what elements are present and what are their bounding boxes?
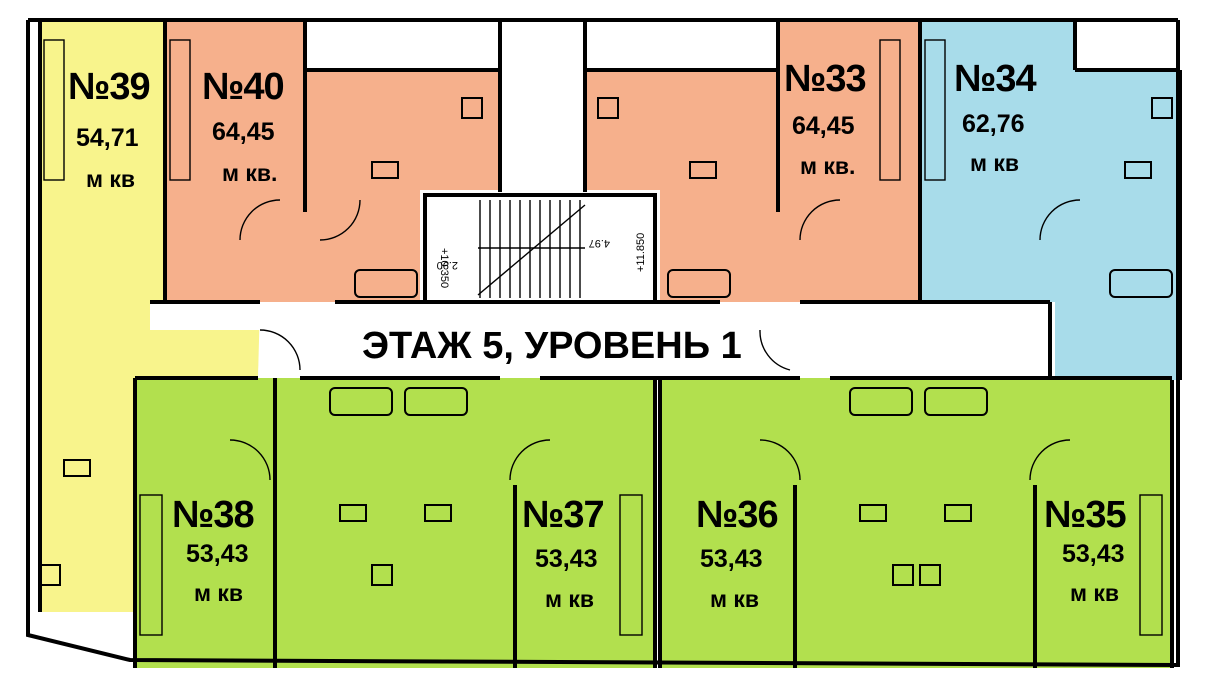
- apartment-33-area[interactable]: [585, 22, 920, 302]
- apartment-39-unit: м кв: [86, 166, 136, 192]
- apartment-38-area-value: 53,43: [186, 540, 249, 568]
- apartment-35-unit: м кв: [1070, 580, 1120, 606]
- stair-right-dim: 4.97: [589, 237, 610, 249]
- apartment-38-unit: м кв: [194, 580, 244, 606]
- stair-left-level: +10.350: [438, 248, 450, 288]
- stove-icons: [39, 97, 1173, 586]
- interior-stairs: [43, 39, 1163, 636]
- apartment-38-number: №38: [172, 494, 255, 536]
- floor-title: ЭТАЖ 5, УРОВЕНЬ 1: [362, 325, 742, 367]
- apartment-36-number: №36: [696, 494, 779, 536]
- apartment-33-unit: м кв.: [800, 153, 856, 179]
- apartment-34-area-value: 62,76: [962, 110, 1025, 138]
- door-swings: [229, 199, 1081, 481]
- stair-steps: [477, 200, 586, 298]
- apartment-34-unit: м кв: [970, 150, 1020, 176]
- apartment-40-unit: м кв.: [222, 160, 278, 186]
- apartment-33-number: №33: [784, 58, 867, 100]
- apartment-39-area[interactable]: [40, 22, 260, 612]
- apartment-35-number: №35: [1044, 494, 1127, 536]
- apartment-37-number: №37: [522, 494, 605, 536]
- stair-right-level: +11.850: [635, 233, 647, 272]
- apartment-39-area-value: 54,71: [76, 124, 139, 152]
- apartment-36-unit: м кв: [710, 586, 760, 612]
- apartment-40-number: №40: [202, 66, 285, 108]
- apartment-37-unit: м кв: [545, 586, 595, 612]
- apartment-39-number: №39: [68, 66, 151, 108]
- bathtubs: [329, 269, 1173, 416]
- apartment-38-37-area[interactable]: [135, 378, 655, 668]
- apartment-36-area-value: 53,43: [700, 545, 763, 573]
- apartment-33-area-value: 64,45: [792, 112, 855, 140]
- stair-left-dim: 2.90: [437, 259, 458, 271]
- apartment-40-area-value: 64,45: [212, 118, 275, 146]
- corridor: [258, 302, 1050, 378]
- apartment-35-area-value: 53,43: [1062, 540, 1125, 568]
- apartment-40-area[interactable]: [165, 22, 500, 302]
- apartment-34-area[interactable]: [920, 22, 1180, 380]
- apartment-34-number: №34: [954, 58, 1037, 100]
- walls: [26, 18, 1182, 668]
- apartment-37-area-value: 53,43: [535, 545, 598, 573]
